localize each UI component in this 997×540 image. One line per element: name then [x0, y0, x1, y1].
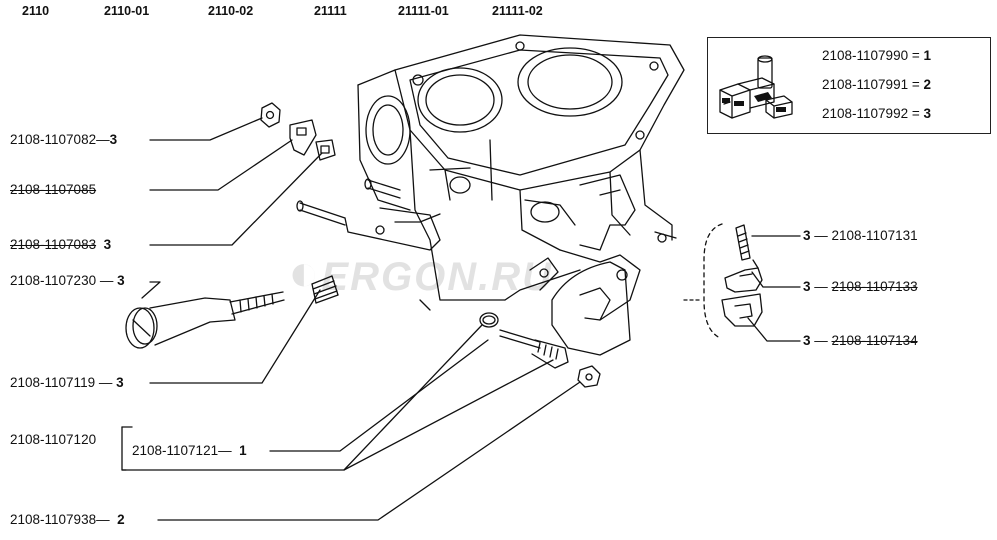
- model-21111: 21111: [314, 4, 347, 18]
- part-label-1107938: 2108-1107938— 2: [10, 512, 125, 527]
- legend-row-2: 2108-1107991 = 2: [822, 77, 932, 92]
- part-label-1107133: 3 — 2108-1107133: [803, 279, 918, 294]
- o-ring-icon: [479, 312, 499, 328]
- spring-icon: [311, 275, 339, 304]
- clip-holder-icon: [721, 293, 763, 327]
- part-label-1107120: 2108-1107120: [10, 432, 97, 447]
- part-label-1107083: 2108-1107083 3: [10, 237, 112, 252]
- model-2110: 2110: [22, 4, 50, 18]
- part-label-1107134: 3 — 2108-1107134: [803, 333, 918, 348]
- model-2110-02: 2110-02: [208, 4, 254, 18]
- washer-icon: [315, 139, 336, 161]
- pin-spring-icon: [735, 224, 751, 261]
- leader-lines: [121, 117, 801, 521]
- carburetor-body: [296, 34, 685, 356]
- adjusting-screw-icon: [125, 291, 285, 349]
- repair-kit-fill: [722, 92, 786, 112]
- model-21111-01: 21111-01: [398, 4, 449, 18]
- bracket-icon: [289, 119, 317, 156]
- idle-screw-icon: [499, 329, 569, 369]
- small-nut-icon: [577, 365, 601, 388]
- part-label-1107230: 2108-1107230 — 3: [10, 273, 125, 288]
- legend-row-3: 2108-1107992 = 3: [822, 106, 932, 121]
- model-21111-02: 21111-02: [492, 4, 543, 18]
- nut-icon: [260, 102, 281, 128]
- part-label-1107131: 3 — 2108-1107131: [803, 228, 918, 243]
- part-label-1107121: 2108-1107121— 1: [132, 443, 247, 458]
- part-label-1107119: 2108-1107119 — 3: [10, 375, 124, 390]
- model-2110-01: 2110-01: [104, 4, 150, 18]
- part-label-1107082: 2108-1107082—3: [10, 132, 118, 147]
- part-label-1107085: 2108-1107085: [10, 182, 97, 197]
- clip-icon: [724, 259, 763, 293]
- legend-row-1: 2108-1107990 = 1: [822, 48, 932, 63]
- legend-box: 2108-1107990 = 1 2108-1107991 = 2 2108-1…: [707, 37, 991, 134]
